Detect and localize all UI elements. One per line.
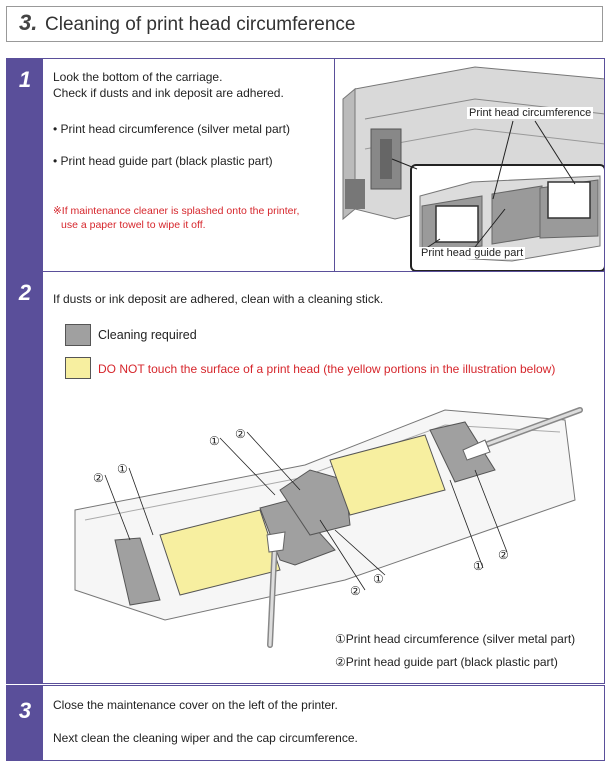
step-number-bar: 2 — [7, 272, 43, 683]
legend-do-not-touch: DO NOT touch the surface of a print head… — [98, 362, 556, 376]
section-number: 3. — [19, 10, 38, 35]
note-line-2: use a paper towel to wipe it off. — [61, 219, 206, 231]
step-3-line-2: Next clean the cleaning wiper and the ca… — [53, 731, 358, 745]
legend-yellow-swatch — [65, 357, 91, 379]
marker-2: ② — [235, 427, 246, 441]
step-2: 2 If dusts or ink deposit are adhered, c… — [6, 271, 605, 684]
section-title-box: 3. Cleaning of print head circumference — [6, 6, 603, 42]
marker-2: ② — [350, 584, 361, 598]
step-number-bar: 3 — [7, 686, 43, 760]
section-title: Cleaning of print head circumference — [45, 14, 356, 35]
carriage-photo: Print head circumference Print head guid… — [334, 59, 604, 271]
callout-print-head-guide: Print head guide part — [419, 247, 526, 259]
step-2-intro: If dusts or ink deposit are adhered, cle… — [53, 292, 384, 306]
marker-1: ① — [209, 434, 220, 448]
step-1-line-1: Look the bottom of the carriage. — [53, 70, 223, 84]
legend-cleaning-required: Cleaning required — [98, 328, 197, 342]
step-1: 1 Look the bottom of the carriage. Check… — [6, 58, 605, 272]
step-number: 2 — [18, 280, 32, 305]
note-line-1: ※If maintenance cleaner is splashed onto… — [53, 205, 300, 217]
marker-2: ② — [93, 471, 104, 485]
callout-print-head-circumference: Print head circumference — [467, 107, 594, 119]
detail-inset — [410, 164, 604, 271]
key-print-head-guide: ②Print head guide part (black plastic pa… — [335, 655, 558, 669]
legend-gray-swatch — [65, 324, 91, 346]
step-number: 1 — [18, 67, 32, 92]
step-3: 3 Close the maintenance cover on the lef… — [6, 685, 605, 761]
marker-1: ① — [373, 572, 384, 586]
step-3-line-1: Close the maintenance cover on the left … — [53, 698, 338, 712]
step-1-line-2: Check if dusts and ink deposit are adher… — [53, 86, 284, 100]
marker-1: ① — [117, 462, 128, 476]
key-print-head-circumference: ①Print head circumference (silver metal … — [335, 632, 576, 646]
step-number-bar: 1 — [7, 59, 43, 271]
step-number: 3 — [18, 698, 32, 723]
callout-lines — [391, 120, 576, 250]
marker-1: ① — [473, 559, 484, 573]
bullet-head-circumference: • Print head circumference (silver metal… — [53, 122, 290, 136]
bullet-head-guide: • Print head guide part (black plastic p… — [53, 154, 273, 168]
print-head-illustration — [74, 407, 583, 648]
marker-2: ② — [498, 548, 509, 562]
